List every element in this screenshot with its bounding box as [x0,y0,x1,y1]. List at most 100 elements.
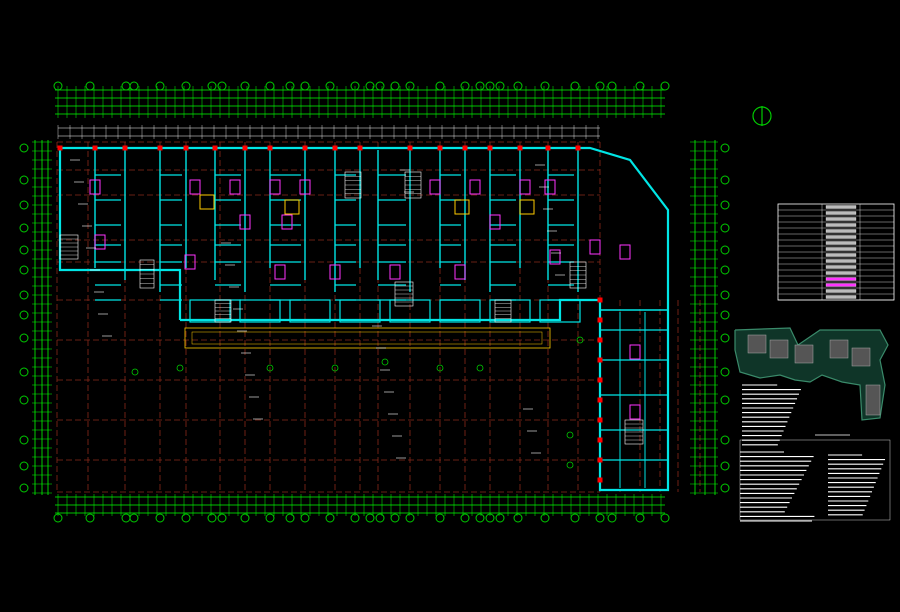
axis-bubble-icon [475,513,485,523]
axis-bubble-icon [375,81,385,91]
structural-column [597,377,603,383]
axis-bubble-icon [720,310,730,320]
unit-bay [289,299,331,323]
dimension-lines [32,86,718,516]
axis-bubble-icon [300,513,310,523]
axis-bubble-icon [155,81,165,91]
axis-bubble-icon [19,461,29,471]
elevator-shaft [199,194,215,210]
axis-bubble-icon [720,245,730,255]
structural-column [332,145,338,151]
section-marker-icon [381,358,389,366]
north-arrow-icon [752,106,772,126]
sanitary-fixture [619,244,631,260]
axis-bubble-icon [720,483,730,493]
sanitary-fixture [299,179,311,195]
sanitary-fixture [281,214,293,230]
axis-bubble-icon [405,513,415,523]
axis-bubble-icon [607,513,617,523]
site-block [769,339,789,359]
axis-bubble-icon [240,513,250,523]
sanitary-fixture [94,234,106,250]
axis-bubble-icon [285,81,295,91]
sanitary-fixture [629,344,641,360]
axis-bubble-icon [720,143,730,153]
axis-bubble-icon [325,513,335,523]
sanitary-fixture [519,179,531,195]
corridor-inner [191,331,543,345]
section-marker-icon [266,364,274,372]
axis-bubble-icon [19,290,29,300]
elevator-shaft [519,199,535,215]
structural-column [545,145,551,151]
structural-column [122,145,128,151]
sanitary-fixture [454,264,466,280]
axis-bubble-icon [570,81,580,91]
structural-column [597,397,603,403]
legend-swatch [825,289,857,293]
axis-bubble-icon [390,513,400,523]
sanitary-fixture [549,249,561,265]
axis-bubble-icon [720,461,730,471]
legend-swatch [825,229,857,233]
axis-bubble-icon [405,81,415,91]
legend-table [777,203,895,301]
sanitary-fixture [629,404,641,420]
site-block [794,344,814,364]
axis-bubble-icon [19,245,29,255]
section-marker-icon [566,431,574,439]
axis-bubble-icon [155,513,165,523]
site-block [851,347,871,367]
structural-column [267,145,273,151]
axis-bubble-icon [435,513,445,523]
axis-bubble-icon [181,513,191,523]
axis-bubble-icon [660,81,670,91]
legend-swatch [825,265,857,269]
structural-column [212,145,218,151]
structural-column [302,145,308,151]
design-notes-block [70,159,891,522]
structural-column [57,145,63,151]
legend-swatch [825,271,857,275]
legend-swatch [825,277,857,281]
structural-column [575,145,581,151]
axis-bubble-icon [121,81,131,91]
axis-bubble-icon [595,513,605,523]
sanitary-fixture [269,179,281,195]
section-marker-icon [176,364,184,372]
axis-bubble-icon [607,81,617,91]
key-site-plan [734,327,889,421]
axis-bubble-icon [720,290,730,300]
axis-bubble-icon [19,333,29,343]
structural-column [357,145,363,151]
legend-swatch [825,253,857,257]
sanitary-fixture [429,179,441,195]
axis-bubble-icon [300,81,310,91]
site-block [829,339,849,359]
structural-column [462,145,468,151]
axis-bubble-icon [595,81,605,91]
elevator-shaft [284,199,300,215]
exterior-wall-north [60,146,670,330]
structural-column [517,145,523,151]
building-walls [57,145,670,492]
axis-bubble-icon [460,513,470,523]
axis-bubble-icon [19,265,29,275]
axis-bubble-icon [720,223,730,233]
axis-bubble-icon [85,81,95,91]
axis-bubbles [19,81,730,523]
axis-bubble-icon [85,513,95,523]
axis-bubble-icon [390,81,400,91]
legend-swatch [825,295,857,299]
legend-swatch [825,211,857,215]
axis-bubble-icon [720,395,730,405]
notes-frame [739,439,891,521]
axis-bubble-icon [495,513,505,523]
axis-bubble-icon [720,200,730,210]
axis-bubble-icon [365,513,375,523]
axis-bubble-icon [217,81,227,91]
structural-column [92,145,98,151]
legend-swatch [825,223,857,227]
